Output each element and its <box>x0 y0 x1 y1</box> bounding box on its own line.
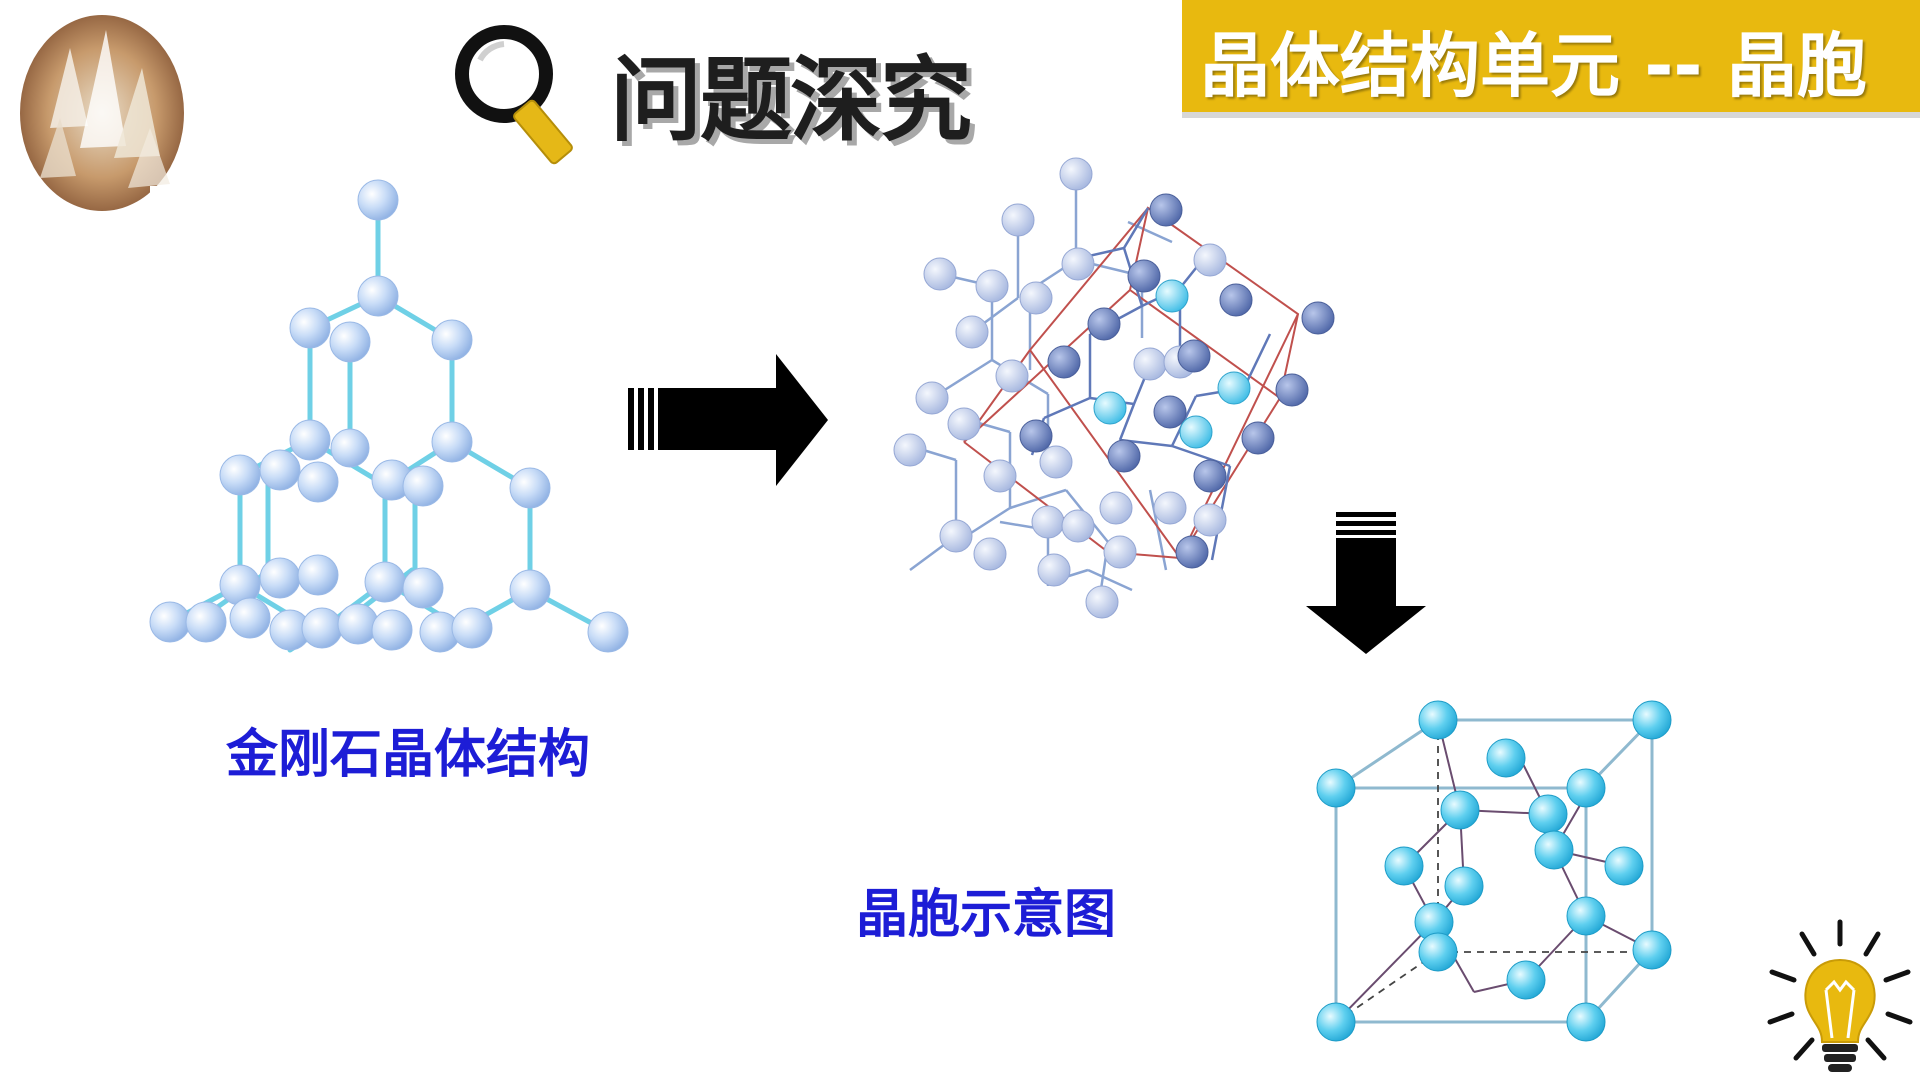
magnifier-icon <box>450 14 580 174</box>
section-banner: 晶体结构单元 -- 晶胞 <box>1182 0 1920 112</box>
arrow-down-icon <box>1306 512 1426 654</box>
section-banner-label: 晶体结构单元 -- 晶胞 <box>1200 10 1867 111</box>
lattice-with-unit-cell-figure <box>880 150 1340 630</box>
diamond-crystal-structure-figure <box>140 170 660 670</box>
page-title-group: 问题深究 <box>450 12 1010 162</box>
diamond-structure-caption: 金刚石晶体结构 <box>226 712 590 787</box>
unit-cell-caption: 晶胞示意图 <box>856 872 1116 947</box>
arrow-right-icon <box>628 354 828 490</box>
page-title: 问题深究 <box>610 26 970 159</box>
unit-cell-diagram-figure <box>1300 690 1700 1070</box>
lightbulb-icon <box>1760 910 1920 1080</box>
